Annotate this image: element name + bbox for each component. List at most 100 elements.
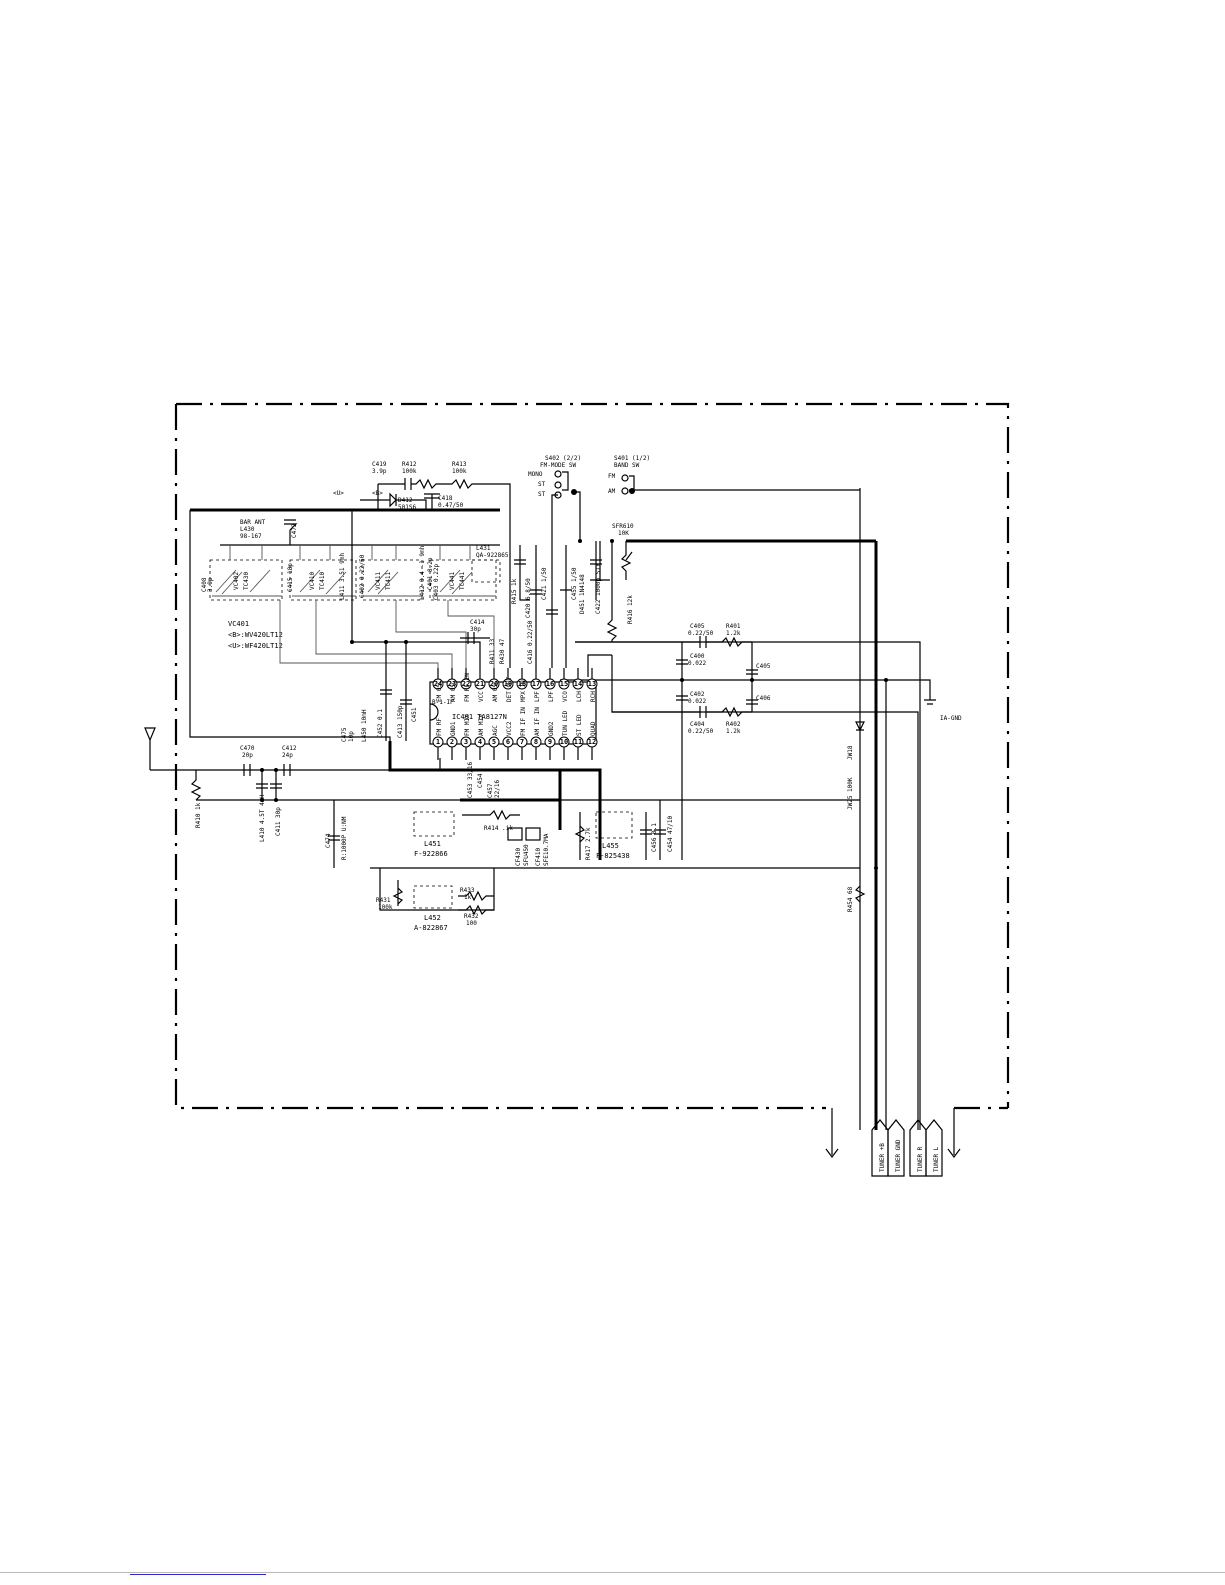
svg-text:C421 1/50: C421 1/50 xyxy=(541,567,548,600)
svg-text:0.22/50: 0.22/50 xyxy=(688,728,714,735)
svg-text:R410 1k: R410 1k xyxy=(195,802,202,828)
svg-text:JW18: JW18 xyxy=(847,745,854,760)
svg-text:<U>: <U> xyxy=(333,490,344,497)
svg-text:<B>: <B> xyxy=(372,490,383,497)
svg-text:0.22/50: 0.22/50 xyxy=(688,630,714,637)
svg-text:C411 30p: C411 30p xyxy=(275,807,282,836)
svg-text:TC411: TC411 xyxy=(385,572,392,590)
svg-text:L410 4.5T 4mH: L410 4.5T 4mH xyxy=(259,795,266,842)
svg-text:FM: FM xyxy=(608,473,616,480)
svg-text:0.022: 0.022 xyxy=(688,698,706,705)
svg-text:R414 .ik: R414 .ik xyxy=(484,825,513,832)
svg-text:VCC: VCC xyxy=(478,691,485,702)
svg-text:19: 19 xyxy=(504,680,512,688)
svg-text:10p: 10p xyxy=(348,731,355,742)
svg-text:0.47/50: 0.47/50 xyxy=(438,502,464,509)
svg-text:C413 150p: C413 150p xyxy=(397,705,404,738)
svg-text:22/16: 22/16 xyxy=(494,780,501,798)
ic-pin-2: 2 GND1 xyxy=(446,721,458,760)
svg-text:TUNER R: TUNER R xyxy=(917,1146,924,1172)
svg-text:L412 0.4 -1 9mh: L412 0.4 -1 9mh xyxy=(419,545,426,600)
ic-pin-8: 8AM IF IN xyxy=(530,707,542,760)
svg-text:98-167: 98-167 xyxy=(240,533,262,540)
svg-text:R401: R401 xyxy=(726,623,741,630)
svg-text:R417 2.7k: R417 2.7k xyxy=(585,827,592,860)
l452-block: R431 100k R433 1k R432 100 L452 A-822867 xyxy=(376,868,495,932)
svg-text:4: 4 xyxy=(478,738,482,746)
svg-text:L411 3.51 9mh: L411 3.51 9mh xyxy=(339,553,346,600)
svg-text:TUN LED: TUN LED xyxy=(562,710,569,736)
svg-text:BAND SW: BAND SW xyxy=(614,462,640,469)
svg-text:VC441: VC441 xyxy=(449,572,456,590)
power-rails xyxy=(144,488,936,1130)
footer-link-underline[interactable] xyxy=(130,1574,266,1575)
svg-text:GND2: GND2 xyxy=(548,721,555,736)
svg-text:AM OSC: AM OSC xyxy=(492,680,499,702)
svg-text:20p: 20p xyxy=(242,752,253,759)
svg-text:F-825438: F-825438 xyxy=(596,852,630,860)
right-jumpers: JW18 JW25 100K R454 68 xyxy=(847,721,866,912)
svg-text:23: 23 xyxy=(448,680,456,688)
svg-text:2: 2 xyxy=(450,738,454,746)
svg-text:IA-GND: IA-GND xyxy=(940,715,962,722)
junction-dots xyxy=(260,539,888,870)
ic-pin-3: 3FM MIX xyxy=(460,714,472,760)
svg-text:VC402: VC402 xyxy=(233,572,240,590)
svg-text:SFE10.7MA: SFE10.7MA xyxy=(543,833,550,866)
svg-text:7: 7 xyxy=(520,738,524,746)
svg-text:ST: ST xyxy=(538,481,546,488)
svg-text:R402: R402 xyxy=(726,721,741,728)
switches: S402 (2/2) FM-MODE SW MONO ST ST S401 (1… xyxy=(528,455,650,600)
svg-text:C416 0.22/50: C416 0.22/50 xyxy=(527,620,534,664)
top-section: C419 3.9p R412 100k R413 100k <U> <B> D4… xyxy=(333,461,511,668)
ic-pin-7: 7FM IF IN xyxy=(516,707,528,760)
svg-text:AM MIX: AM MIX xyxy=(478,714,485,736)
svg-text:100: 100 xyxy=(466,920,477,927)
svg-text:C415 18p: C415 18p xyxy=(287,563,294,592)
svg-text:C405: C405 xyxy=(756,663,771,670)
svg-text:R411 33: R411 33 xyxy=(489,638,496,664)
svg-text:R416 12k: R416 12k xyxy=(627,595,634,624)
svg-text:C451: C451 xyxy=(411,707,418,722)
svg-text:QA-922865: QA-922865 xyxy=(476,552,509,559)
svg-text:C405: C405 xyxy=(690,623,705,630)
svg-text:30p: 30p xyxy=(470,626,481,633)
svg-text:TUNER +B: TUNER +B xyxy=(879,1143,886,1172)
svg-text:VC401: VC401 xyxy=(228,620,249,628)
svg-text:C406: C406 xyxy=(756,695,771,702)
svg-text:C452 0.1: C452 0.1 xyxy=(377,709,384,738)
svg-text:C472: C472 xyxy=(291,523,298,538)
svg-text:GND1: GND1 xyxy=(450,721,457,736)
svg-text:FM-MODE SW: FM-MODE SW xyxy=(540,462,577,469)
svg-text:C402: C402 xyxy=(690,691,705,698)
svg-text:R431: R431 xyxy=(376,897,391,904)
svg-text:10K: 10K xyxy=(618,530,629,537)
svg-text:501S6: 501S6 xyxy=(398,504,416,511)
svg-text:15: 15 xyxy=(560,680,568,688)
svg-text:24: 24 xyxy=(434,680,442,688)
svg-text:FM RF IN: FM RF IN xyxy=(464,673,471,702)
svg-text:JW25 100K: JW25 100K xyxy=(847,777,854,810)
svg-text:S402 (2/2): S402 (2/2) xyxy=(545,455,581,462)
svg-text:20: 20 xyxy=(490,680,498,688)
svg-text:TUNER L: TUNER L xyxy=(933,1146,940,1172)
svg-text:S401 (1/2): S401 (1/2) xyxy=(614,455,650,462)
svg-text:F-922866: F-922866 xyxy=(414,850,448,858)
svg-text:3.9p: 3.9p xyxy=(207,577,214,592)
svg-text:ST LED: ST LED xyxy=(576,714,583,736)
svg-text:12: 12 xyxy=(588,738,596,746)
svg-text:L431: L431 xyxy=(476,545,491,552)
svg-text:R454 68: R454 68 xyxy=(847,886,854,912)
